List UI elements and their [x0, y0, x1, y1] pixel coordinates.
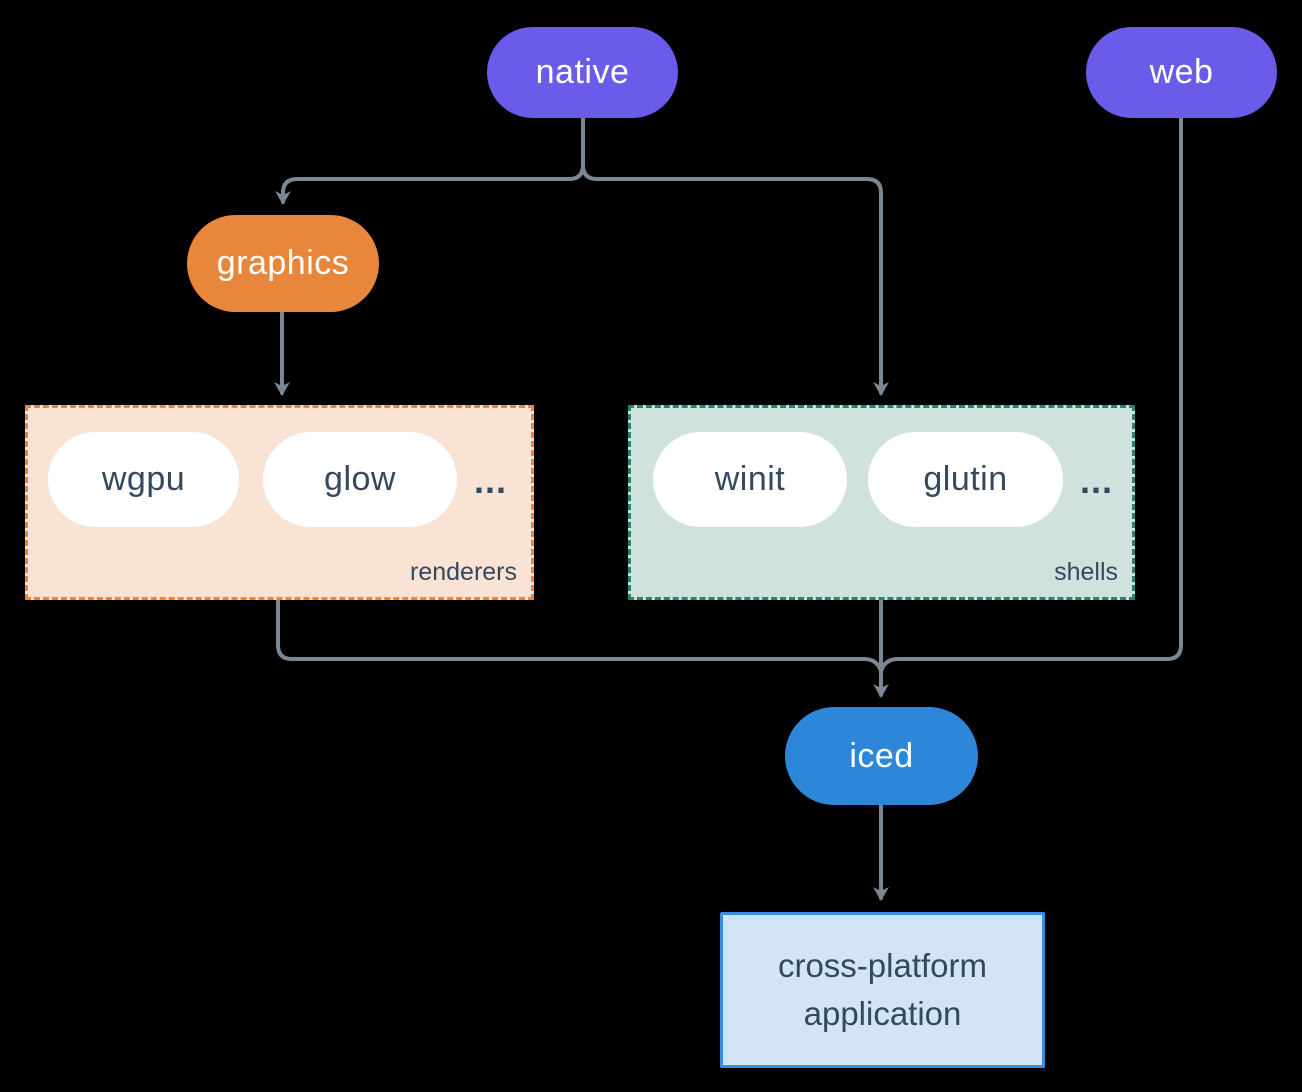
node-glutin: glutin: [868, 432, 1063, 527]
node-web: web: [1086, 27, 1277, 118]
node-glutin-label: glutin: [923, 460, 1008, 498]
node-iced: iced: [785, 707, 978, 805]
node-wgpu-label: wgpu: [101, 460, 186, 498]
node-graphics: graphics: [187, 215, 379, 312]
group-shells-label: shells: [1054, 558, 1118, 586]
connector-native-to-graphics: [275, 163, 585, 205]
node-cross-platform-application: cross-platform application: [720, 912, 1045, 1068]
connector-renderers-to-iced: [276, 598, 883, 673]
node-app-label: cross-platform application: [777, 947, 988, 1032]
renderers-ellipsis: ...: [474, 460, 508, 501]
node-iced-label: iced: [849, 736, 914, 775]
node-native-label: native: [535, 53, 630, 91]
node-graphics-label: graphics: [216, 244, 350, 282]
node-wgpu: wgpu: [48, 432, 239, 527]
node-glow-label: glow: [324, 460, 396, 498]
node-glow: glow: [263, 432, 457, 527]
shells-ellipsis: ...: [1080, 460, 1114, 501]
node-winit-label: winit: [714, 460, 786, 498]
connector-native-to-shells: [581, 163, 889, 396]
node-winit: winit: [653, 432, 847, 527]
group-renderers-label: renderers: [410, 558, 517, 586]
node-native: native: [487, 27, 678, 118]
node-web-label: web: [1149, 53, 1214, 91]
